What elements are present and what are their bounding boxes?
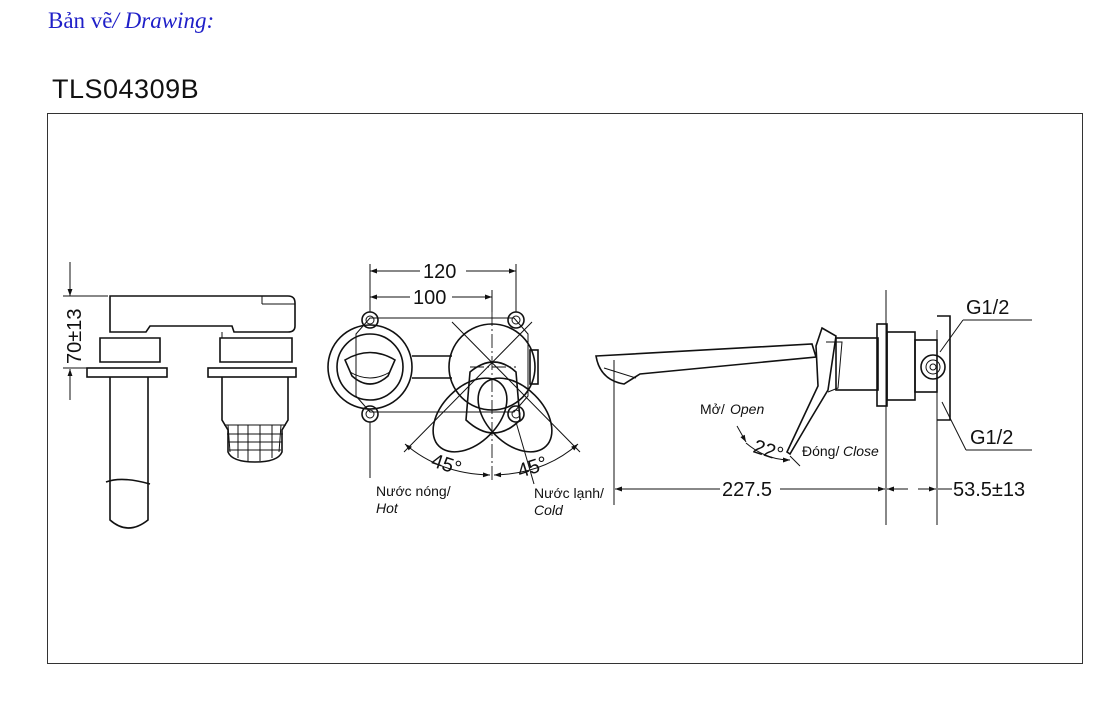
close-label-en: Close: [843, 443, 879, 459]
thread-bottom-label: G1/2: [970, 427, 1013, 449]
front-view: 70±13: [63, 262, 297, 529]
dim-wall-label: 53.5±13: [953, 479, 1025, 501]
cold-label-vi: Nước lạnh/: [534, 485, 604, 501]
hot-label-vi: Nước nóng/: [376, 483, 451, 499]
dim-100-label: 100: [413, 287, 446, 309]
center-view: 120 100 45° 45° Nước nóng/ Hot Nước lạnh…: [327, 261, 604, 518]
thread-top-label: G1/2: [966, 297, 1009, 319]
angle-left-label: 45°: [428, 450, 464, 480]
open-label-en: Open: [730, 401, 764, 417]
side-view: G1/2 G1/2 Mở/ Open 22° Đóng/ Close 227.5…: [595, 290, 1032, 525]
hot-label-en: Hot: [376, 500, 399, 516]
drawing-heading: Bản vẽ/ Drawing:: [48, 8, 214, 34]
dim-120-label: 120: [423, 261, 456, 283]
dim-spout-label: 227.5: [722, 479, 772, 501]
drawing-frame: [47, 113, 1083, 664]
model-code: TLS04309B: [52, 74, 200, 104]
heading-en: / Drawing:: [112, 8, 215, 33]
open-label-vi: Mở/: [700, 401, 725, 417]
close-label-vi: Đóng/: [802, 443, 839, 459]
cold-label-en: Cold: [534, 502, 564, 518]
dim-height-label: 70±13: [64, 309, 86, 364]
heading-vi: Bản vẽ: [48, 8, 113, 33]
lever-angle-label: 22°: [750, 436, 786, 466]
